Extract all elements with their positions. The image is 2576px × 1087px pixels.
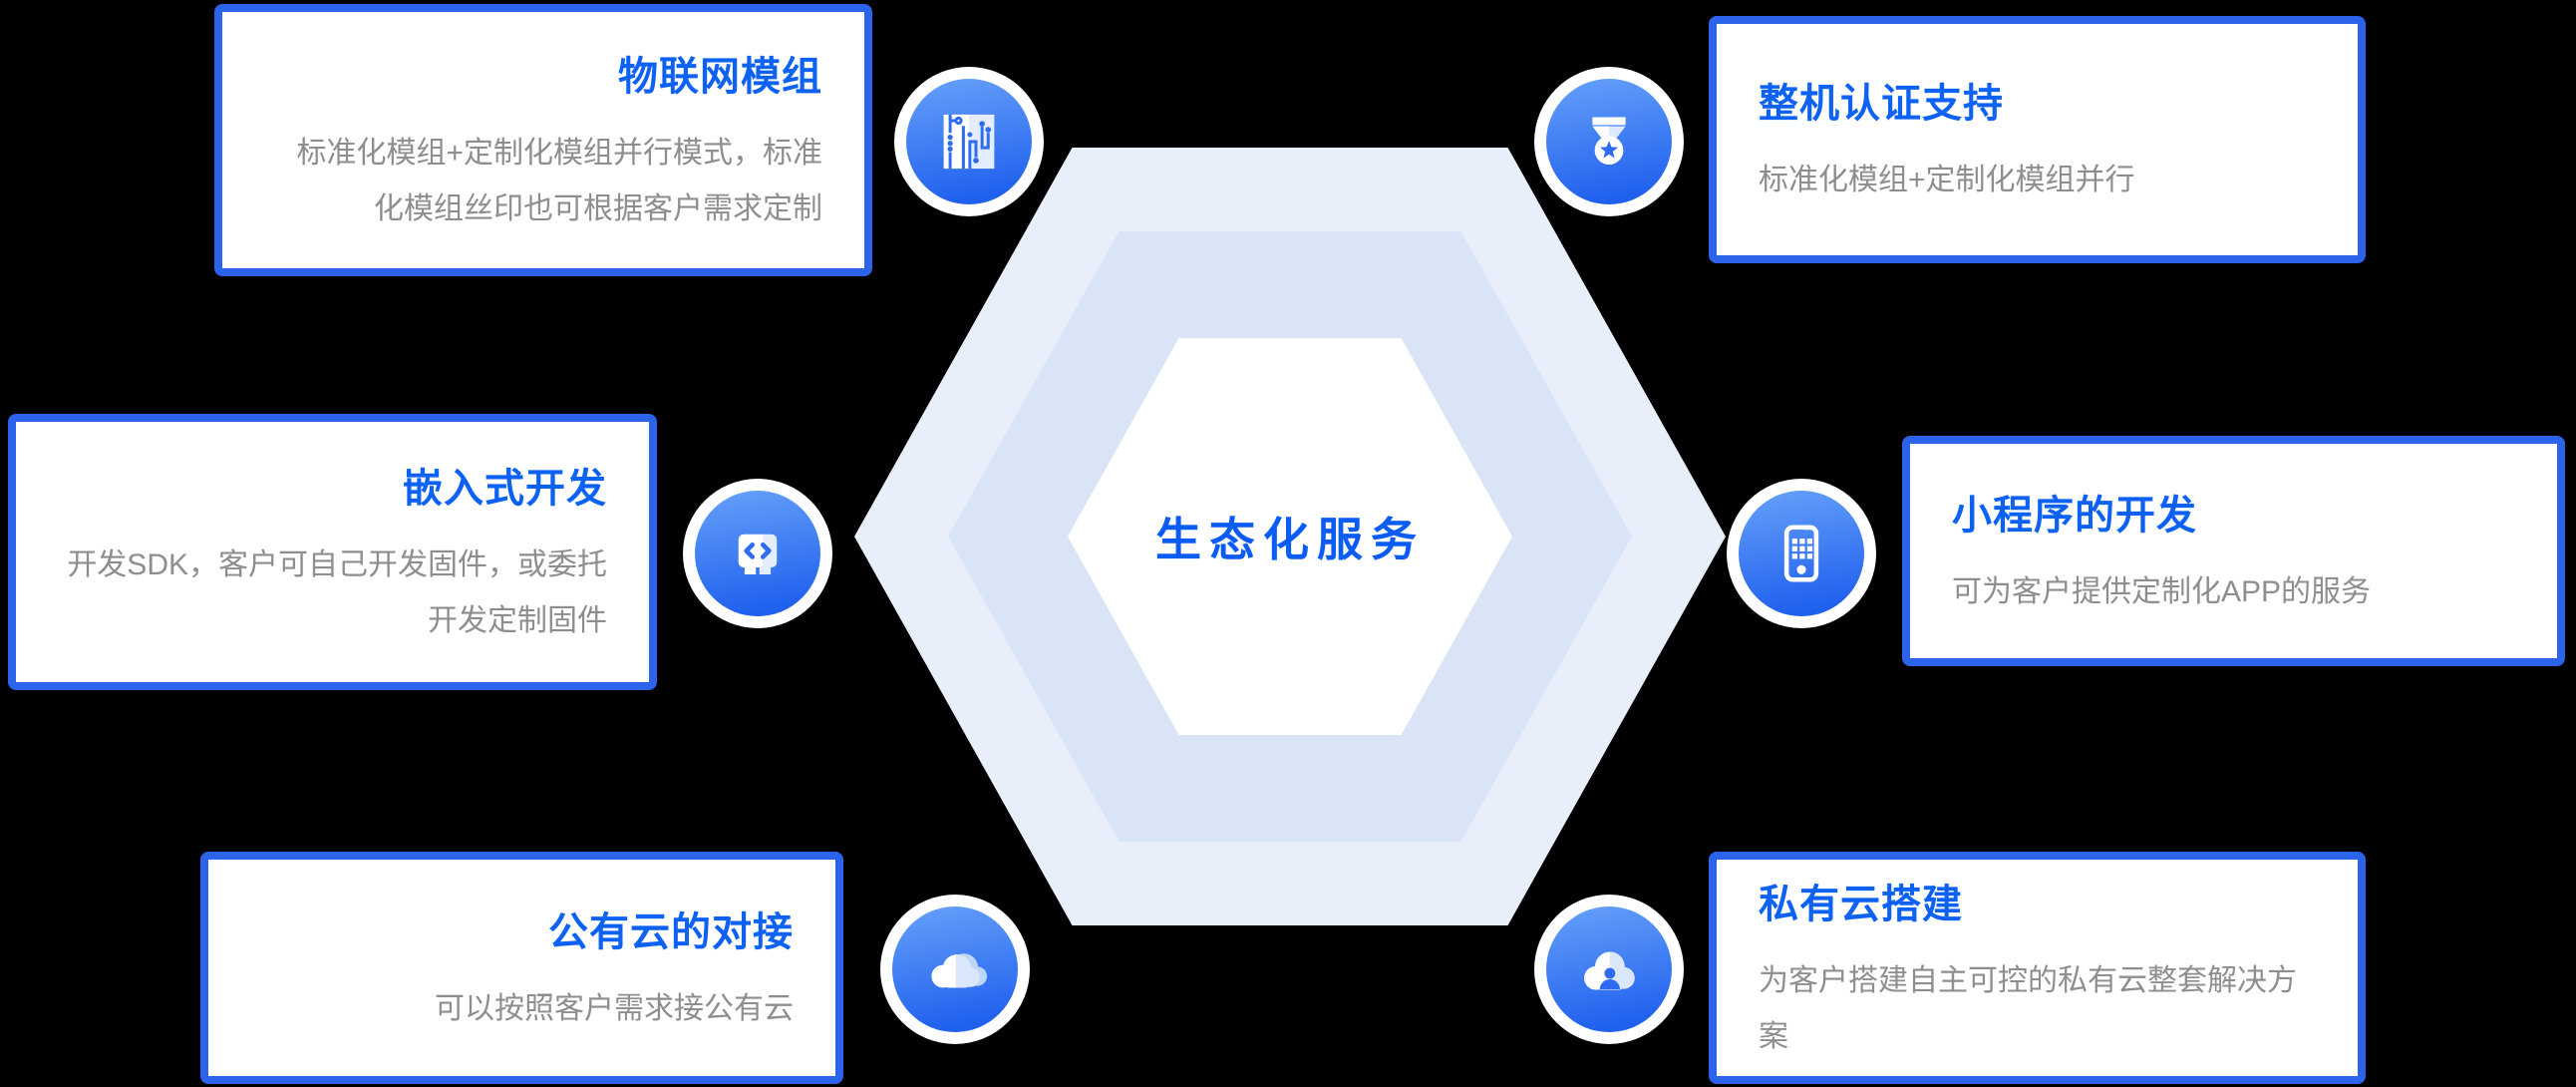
smartphone-apps-icon bbox=[1783, 525, 1819, 582]
miniapp-badge-circle bbox=[1739, 491, 1864, 616]
card-iot-modules: 物联网模组 标准化模组+定制化模组并行模式，标准 化模组丝印也可根据客户需求定制 bbox=[214, 4, 872, 276]
cloud-user-icon bbox=[1583, 951, 1635, 990]
private-cloud-badge bbox=[1534, 895, 1684, 1044]
card-iot-modules-title: 物联网模组 bbox=[618, 54, 822, 99]
card-embedded-development-body-line2: 开发定制固件 bbox=[428, 603, 607, 637]
card-iot-modules-body-line2: 化模组丝印也可根据客户需求定制 bbox=[374, 191, 822, 225]
iot-modules-badge bbox=[894, 67, 1044, 216]
embedded-development-badge bbox=[683, 479, 832, 628]
certification-badge-circle bbox=[1546, 79, 1672, 204]
card-embedded-development: 嵌入式开发 开发SDK，客户可自己开发固件，或委托 开发定制固件 bbox=[8, 414, 657, 690]
card-miniapp-development: 小程序的开发 可为客户提供定制化APP的服务 bbox=[1902, 436, 2565, 666]
card-certification-support-body-line1: 标准化模组+定制化模组并行 bbox=[1759, 164, 2135, 196]
card-iot-modules-body-line1: 标准化模组+定制化模组并行模式，标准 bbox=[296, 136, 822, 170]
public-cloud-badge-circle bbox=[892, 906, 1018, 1032]
private-cloud-badge-circle bbox=[1546, 906, 1672, 1032]
public-cloud-icon bbox=[931, 953, 988, 988]
card-public-cloud-title: 公有云的对接 bbox=[548, 909, 794, 954]
certification-badge bbox=[1534, 67, 1684, 216]
circuit-board-icon bbox=[943, 114, 995, 170]
embedded-development-badge-circle bbox=[695, 491, 820, 616]
card-certification-support-title: 整机认证支持 bbox=[1759, 82, 2004, 126]
code-brackets-icon bbox=[738, 534, 778, 574]
card-public-cloud: 公有云的对接 可以按照客户需求接公有云 bbox=[200, 852, 843, 1084]
center-hexagon-title: 生态化服务 bbox=[1155, 514, 1425, 565]
miniapp-badge bbox=[1727, 479, 1876, 628]
card-embedded-development-body-line1: 开发SDK，客户可自己开发固件，或委托 bbox=[67, 547, 607, 581]
card-certification-support: 整机认证支持 标准化模组+定制化模组并行 bbox=[1709, 16, 2366, 263]
card-private-cloud: 私有云搭建 为客户搭建自主可控的私有云整套解决方案 bbox=[1709, 852, 2366, 1084]
medal-star-icon bbox=[1592, 117, 1626, 166]
card-private-cloud-title: 私有云搭建 bbox=[1759, 882, 1963, 926]
card-miniapp-development-body-line1: 可为客户提供定制化APP的服务 bbox=[1952, 574, 2372, 608]
card-public-cloud-body-line1: 可以按照客户需求接公有云 bbox=[435, 991, 794, 1025]
public-cloud-badge bbox=[880, 895, 1030, 1044]
card-private-cloud-body-line1: 为客户搭建自主可控的私有云整套解决方案 bbox=[1759, 963, 2297, 1053]
card-miniapp-development-title: 小程序的开发 bbox=[1952, 493, 2197, 538]
card-embedded-development-title: 嵌入式开发 bbox=[403, 466, 607, 511]
hexagon-inner-layer bbox=[1068, 338, 1512, 735]
iot-modules-badge-circle bbox=[906, 79, 1032, 204]
